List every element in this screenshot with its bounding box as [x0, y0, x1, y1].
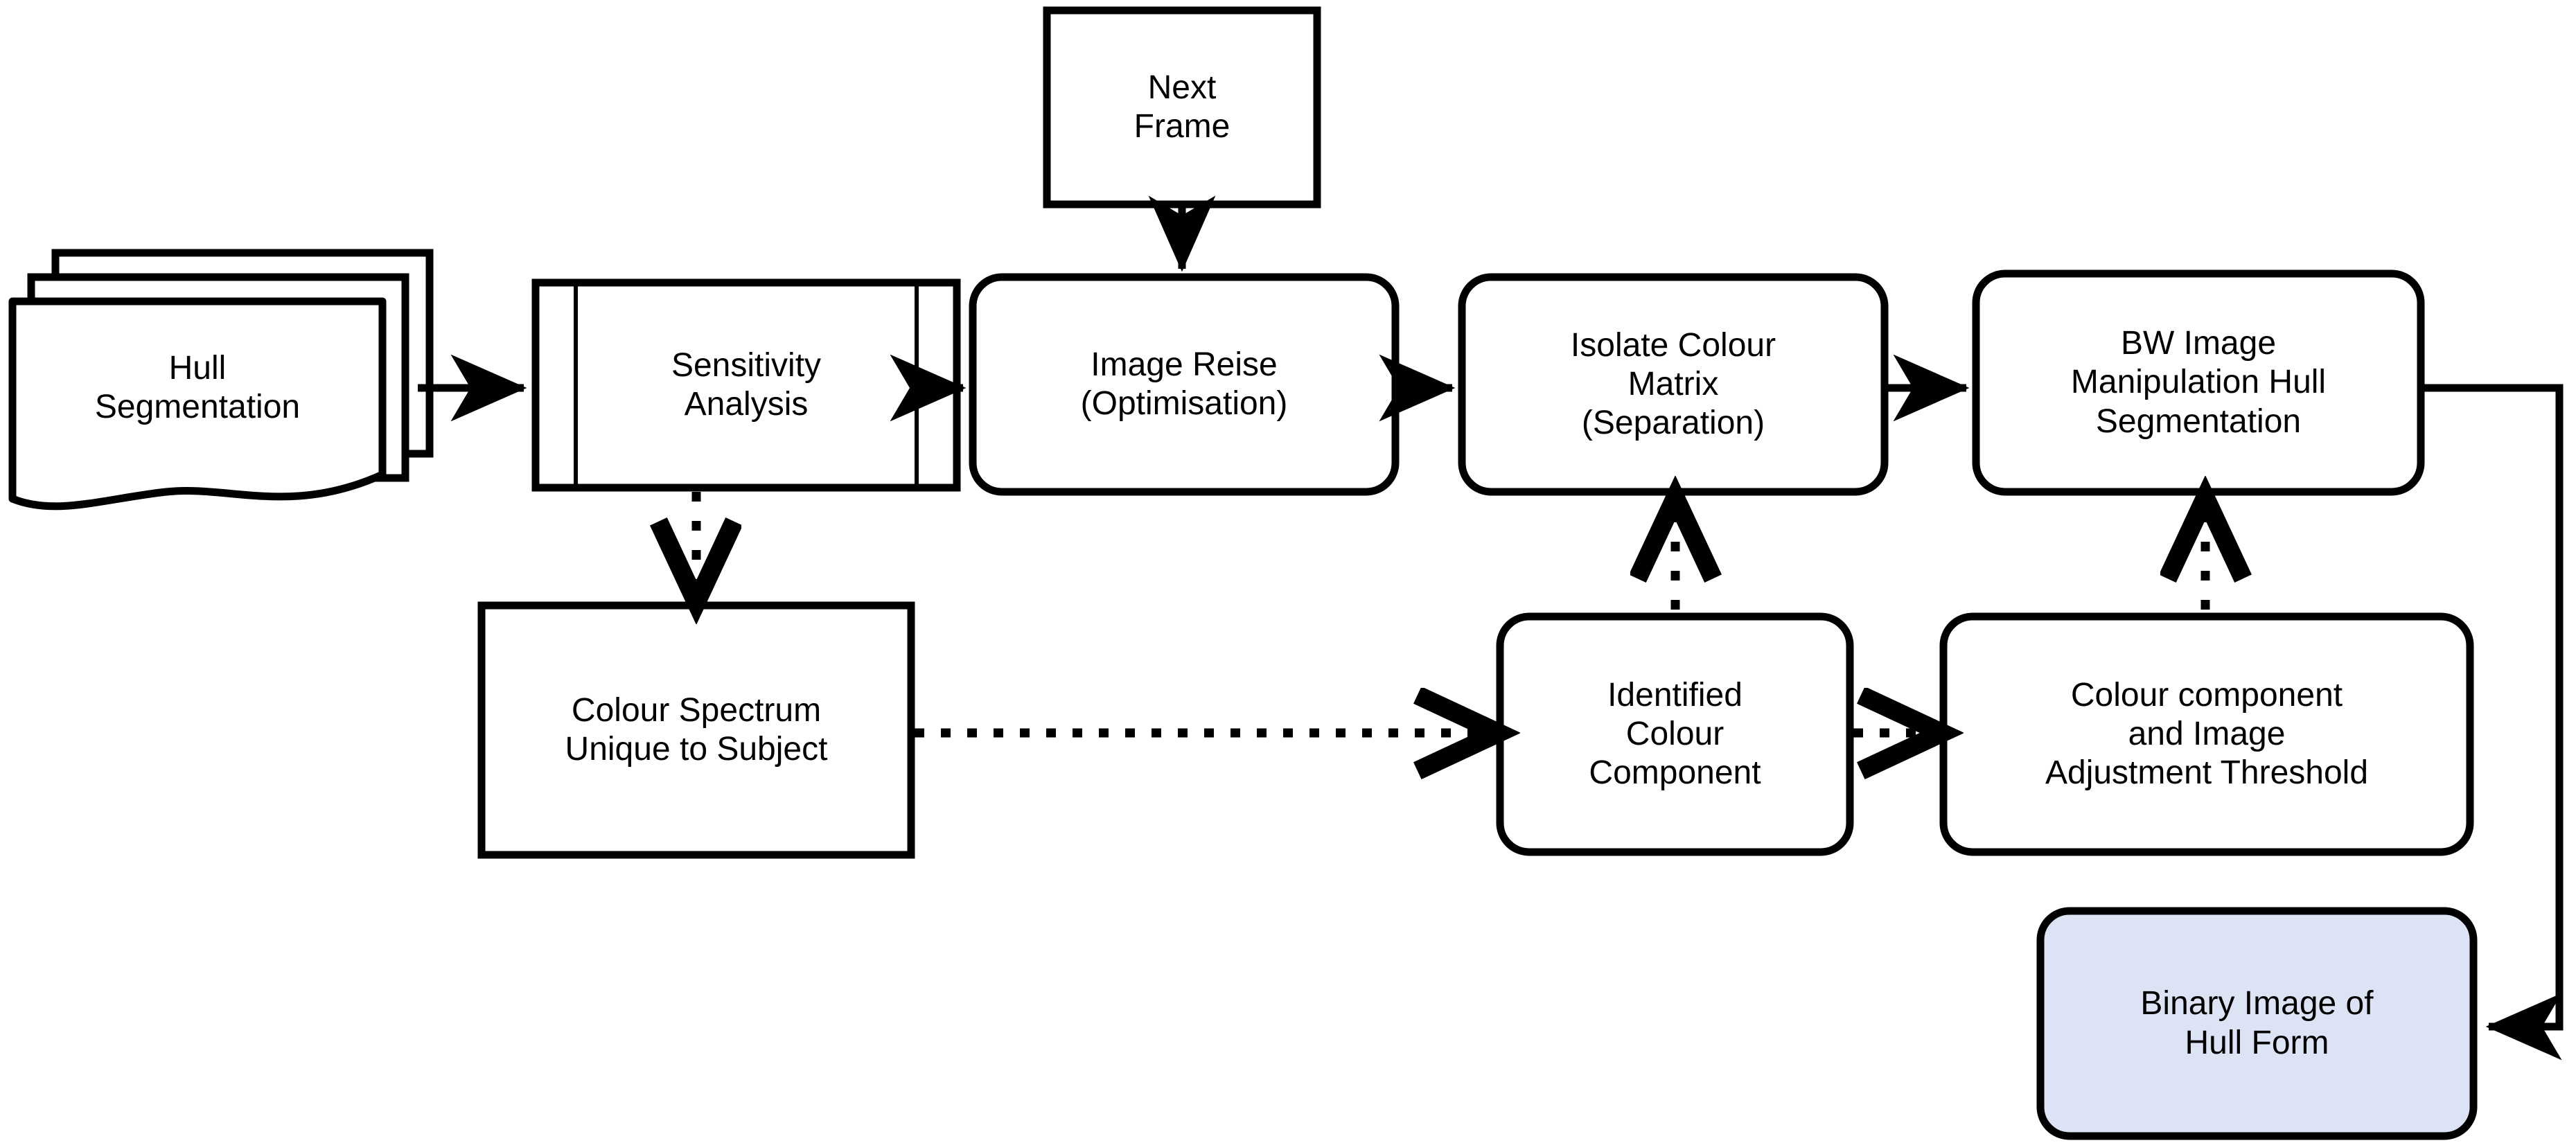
- node-binary-image-hull-form-shape: [2036, 907, 2478, 1140]
- node-identified-colour-component-shape: [1496, 612, 1854, 856]
- node-next-frame-shape: [1043, 6, 1321, 209]
- node-image-reise-shape: [969, 273, 1400, 496]
- edge-bw-image-to-binary-image: [2421, 384, 2564, 1061]
- node-hull-segmentation-shape: [8, 249, 434, 511]
- node-colour-spectrum-shape: [477, 601, 915, 859]
- node-sensitivity-analysis-shape: [531, 278, 961, 492]
- node-bw-image-manipulation-shape: [1972, 269, 2425, 496]
- node-isolate-colour-matrix-shape: [1458, 273, 1889, 496]
- node-colour-component-threshold-shape: [1939, 612, 2474, 856]
